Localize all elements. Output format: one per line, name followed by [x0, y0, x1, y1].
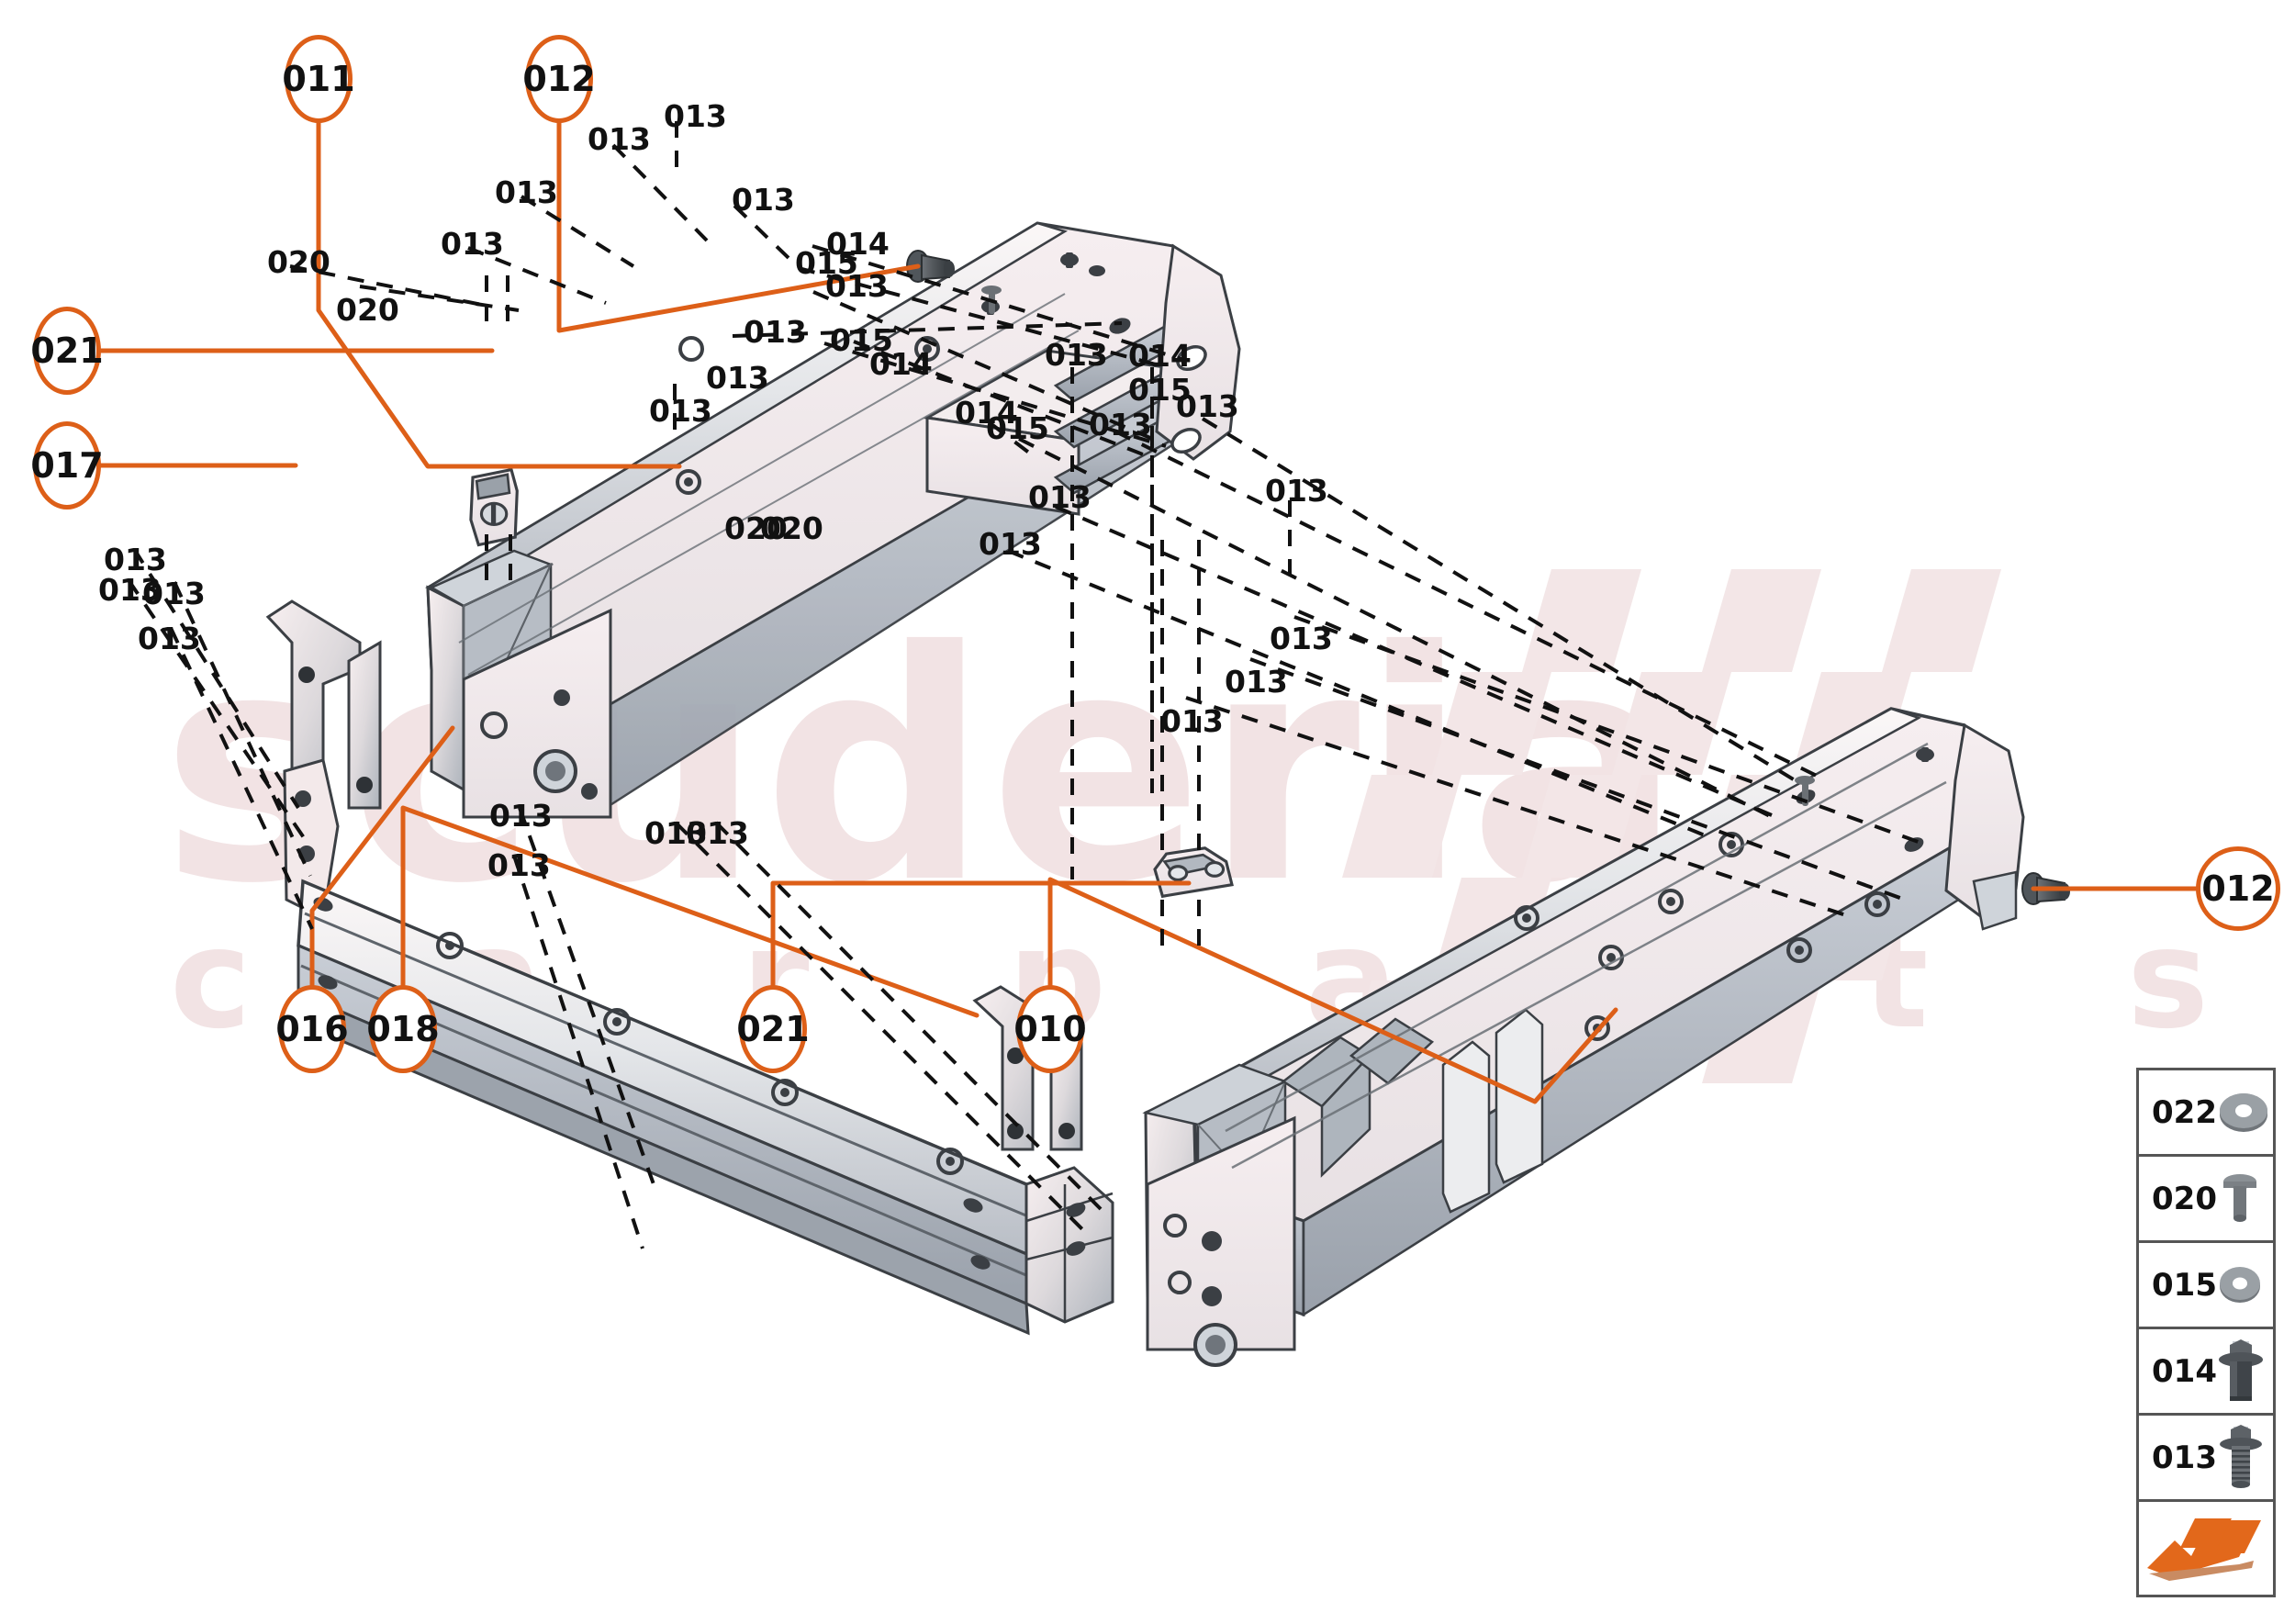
callout-012-top[interactable]: 012 — [522, 35, 596, 123]
part-label: 020 — [724, 510, 788, 546]
part-label: 014 — [826, 226, 890, 262]
part-label: 013 — [1265, 473, 1328, 509]
part-label: 015 — [1128, 372, 1192, 408]
part-label: 013 — [644, 815, 708, 851]
part-label: 013 — [588, 121, 651, 157]
legend-panel: 022 020 015 014 013 — [2136, 1068, 2276, 1597]
part-label: 014 — [869, 346, 933, 382]
callout-017[interactable]: 017 — [30, 421, 104, 510]
part-label: 020 — [336, 292, 399, 328]
part-label: 013 — [1089, 407, 1152, 442]
part-label: 013 — [495, 174, 558, 210]
part-label: 014 — [955, 395, 1018, 431]
legend-row-022: 022 — [2139, 1070, 2273, 1157]
part-label: 013 — [744, 314, 807, 350]
callout-012-right[interactable]: 012 — [2196, 846, 2280, 931]
washer-icon — [2217, 1081, 2270, 1145]
callout-021-left[interactable]: 021 — [30, 307, 104, 395]
legend-row-015: 015 — [2139, 1243, 2273, 1329]
part-label: 013 — [489, 798, 553, 834]
part-label: 015 — [830, 322, 893, 358]
part-label: 020 — [760, 510, 823, 546]
part-label: 013 — [142, 576, 206, 611]
orange-arrow-logo — [2144, 1513, 2268, 1585]
part-label: 020 — [267, 244, 330, 280]
callout-010[interactable]: 010 — [1013, 985, 1087, 1073]
part-label: 013 — [1160, 703, 1224, 739]
part-label: 013 — [664, 98, 727, 134]
legend-code: 020 — [2152, 1180, 2217, 1217]
part-label: 013 — [686, 815, 749, 851]
legend-row-013: 013 — [2139, 1416, 2273, 1502]
legend-code: 014 — [2152, 1352, 2217, 1390]
flange-bolt-icon — [2217, 1338, 2265, 1404]
callout-018[interactable]: 018 — [366, 985, 440, 1073]
part-label: 013 — [1028, 479, 1092, 515]
callout-011[interactable]: 011 — [282, 35, 355, 123]
part-label: 013 — [979, 526, 1042, 562]
part-label: 013 — [138, 621, 201, 656]
part-label: 013 — [732, 182, 795, 218]
part-label: 013 — [649, 393, 712, 429]
part-label: 015 — [795, 245, 858, 281]
part-label: 013 — [706, 360, 769, 396]
part-label: 013 — [825, 268, 889, 304]
part-label: 013 — [441, 226, 504, 262]
part-label: 015 — [986, 410, 1049, 446]
legend-row-014: 014 — [2139, 1329, 2273, 1416]
rivet-icon — [2217, 1167, 2264, 1231]
legend-code: 015 — [2152, 1266, 2217, 1304]
washer-icon — [2217, 1253, 2264, 1317]
threaded-bolt-icon — [2217, 1424, 2265, 1490]
part-label: 013 — [98, 572, 162, 608]
part-label: 013 — [104, 542, 167, 577]
part-label: 013 — [1045, 337, 1108, 373]
legend-row-logo — [2139, 1502, 2273, 1597]
callout-016[interactable]: 016 — [275, 985, 349, 1073]
part-label: 014 — [1128, 338, 1192, 374]
part-label: 013 — [487, 847, 551, 883]
legend-code: 013 — [2152, 1439, 2217, 1476]
part-label: 013 — [1176, 388, 1239, 424]
legend-code: 022 — [2152, 1093, 2217, 1131]
legend-row-020: 020 — [2139, 1157, 2273, 1243]
callout-021-bottom[interactable]: 021 — [736, 985, 810, 1073]
part-label: 013 — [1225, 664, 1288, 700]
part-label: 013 — [1270, 621, 1333, 656]
